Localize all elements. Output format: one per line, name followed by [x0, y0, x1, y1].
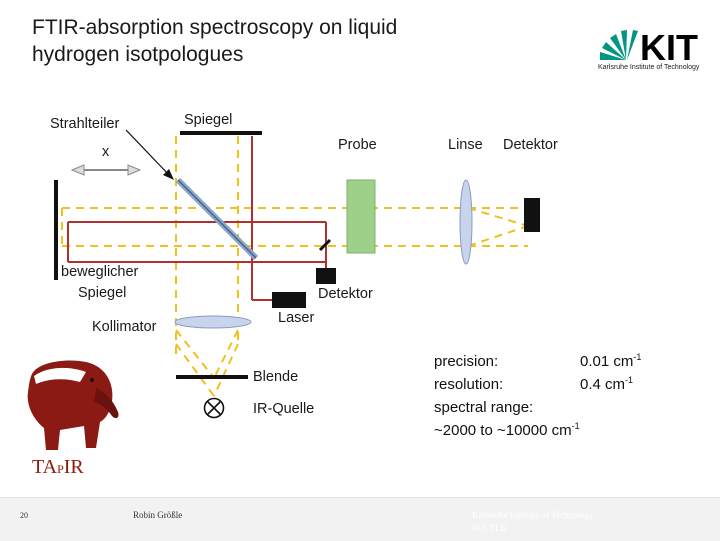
label-beweglicher: beweglicher — [61, 264, 139, 280]
moving-mirror — [54, 180, 58, 280]
spec-precision-value: 0.01 cm-1 — [580, 352, 642, 371]
kit-logo-mark: KIT — [600, 27, 698, 64]
kit-wordmark: KIT — [640, 27, 698, 64]
spec-range-label-row: spectral range: — [434, 396, 580, 419]
label-detektor-laser: Detektor — [318, 286, 373, 302]
spec-range-label: spectral range: — [434, 399, 534, 416]
focusing-lens — [459, 179, 473, 265]
laser-detector — [316, 268, 336, 284]
tapir-label: TAPIR — [32, 456, 84, 478]
sample-cell — [346, 179, 376, 254]
label-kollimator: Kollimator — [92, 319, 157, 335]
specifications: precision: 0.01 cm-1 resolution: 0.4 cm-… — [434, 350, 641, 442]
footer-department: IKP-TLK — [472, 523, 507, 533]
spec-resolution-label: resolution: — [434, 376, 504, 393]
ftir-setup-diagram — [27, 129, 540, 450]
label-linse: Linse — [448, 137, 483, 153]
spec-resolution-value: 0.4 cm-1 — [580, 375, 634, 394]
label-ir-quelle: IR-Quelle — [253, 401, 315, 417]
spec-resolution: resolution: 0.4 cm-1 — [434, 373, 633, 396]
page-title: FTIR-absorption spectroscopy on liquid h… — [32, 14, 552, 68]
footer-institute: Karlsruhe Institute of Technology — [472, 510, 594, 520]
label-detektor-main: Detektor — [503, 137, 558, 153]
title-line-2: hydrogen isotpologues — [32, 43, 244, 66]
label-blende: Blende — [253, 369, 299, 385]
label-spiegel-fixed: Spiegel — [184, 112, 233, 128]
label-strahlteiler: Strahlteiler — [50, 116, 120, 132]
tapir-mascot — [27, 360, 119, 450]
footer: 20 Robin Größle Karlsruhe Institute of T… — [0, 497, 720, 541]
spec-precision-label: precision: — [434, 353, 499, 370]
label-probe: Probe — [338, 137, 377, 153]
laser-mirror — [318, 238, 332, 252]
kit-logo: KIT Karlsruhe Institute of Technology — [596, 18, 704, 76]
label-x: x — [102, 144, 110, 160]
ir-detector — [524, 198, 540, 232]
spec-range-value: ~2000 to ~10000 cm — [434, 422, 572, 439]
motion-arrow — [70, 164, 142, 176]
spec-range-value-row: ~2000 to ~10000 cm-1 — [434, 421, 580, 440]
splitter-pointer — [125, 129, 171, 177]
laser-source — [272, 292, 306, 308]
title-line-1: FTIR-absorption spectroscopy on liquid — [32, 16, 398, 39]
collimator-lens — [174, 315, 252, 329]
page-number: 20 — [20, 511, 28, 520]
footer-author: Robin Größle — [133, 510, 183, 520]
spec-precision: precision: 0.01 cm-1 — [434, 350, 641, 373]
aperture — [176, 375, 248, 379]
fixed-mirror — [180, 131, 262, 135]
ir-source — [203, 397, 225, 419]
label-spiegel-moving: Spiegel — [78, 285, 127, 301]
kit-subtitle: Karlsruhe Institute of Technology — [598, 64, 700, 71]
laser-beam — [67, 136, 327, 301]
label-laser: Laser — [278, 310, 315, 326]
